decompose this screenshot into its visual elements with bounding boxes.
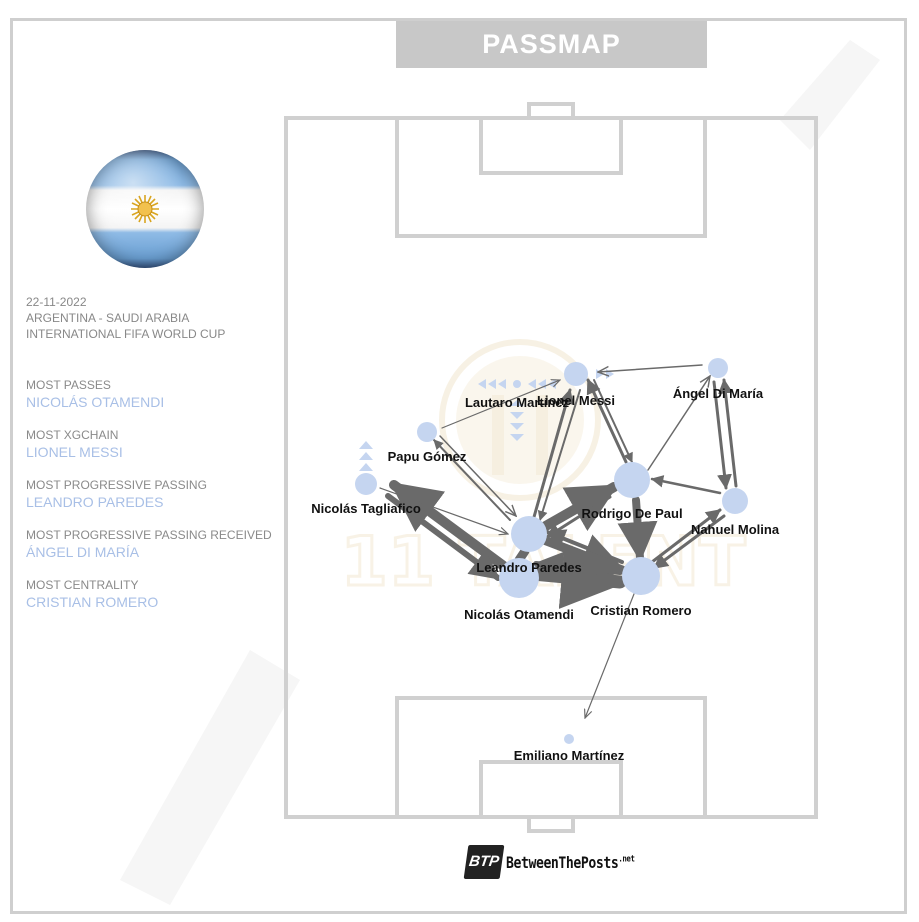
label-messi: Lionel Messi	[537, 393, 615, 408]
betweentheposts-logo: BTP BetweenThePosts.net	[463, 844, 663, 880]
edge-paredes-papu	[433, 439, 511, 521]
match-competition: INTERNATIONAL FIFA WORLD CUP	[26, 327, 226, 341]
player-node-messi[interactable]	[564, 362, 588, 386]
outer-frame	[10, 18, 907, 914]
player-node-otamendi[interactable]	[499, 558, 539, 598]
player-node-molina[interactable]	[722, 488, 748, 514]
edge-dimaria-molina	[712, 380, 732, 490]
logo-badge: BTP	[463, 845, 505, 879]
stat-label: MOST PROGRESSIVE PASSING RECEIVED	[26, 528, 272, 542]
match-info: 22-11-2022 ARGENTINA - SAUDI ARABIA INTE…	[26, 294, 225, 342]
edge-dimaria-messi	[598, 364, 703, 372]
label-depaul: Rodrigo De Paul	[581, 506, 682, 521]
logo-suffix: .net	[618, 854, 635, 865]
stat-label: MOST PROGRESSIVE PASSING	[26, 478, 207, 492]
label-paredes: Leandro Paredes	[476, 560, 582, 575]
argentina-flag-icon	[86, 150, 204, 268]
edge-messi-paredes	[537, 389, 581, 521]
edge-romero-emiliano	[585, 593, 635, 718]
stat-value: LIONEL MESSI	[26, 444, 123, 460]
edge-paredes-messi	[532, 388, 574, 519]
stat-value: LEANDRO PAREDES	[26, 494, 164, 510]
edge-depaul-messi	[586, 378, 628, 464]
edge-molina-romero	[652, 514, 726, 570]
stat-value: ÁNGEL DI MARÍA	[26, 544, 140, 560]
player-nodes	[355, 358, 748, 744]
stat-most-xgchain: MOST XGCHAIN LIONEL MESSI	[26, 427, 123, 461]
label-otamendi: Nicolás Otamendi	[464, 607, 574, 622]
match-teams: ARGENTINA - SAUDI ARABIA	[26, 311, 190, 325]
label-molina: Nahuel Molina	[691, 522, 780, 537]
stat-value: NICOLÁS OTAMENDI	[26, 394, 165, 410]
player-node-paredes[interactable]	[511, 516, 547, 552]
edge-tagliafico-otamendi	[385, 493, 501, 581]
player-labels: Lionel Messi Lautaro Martínez Ángel Di M…	[311, 386, 780, 763]
edge-depaul-romero	[617, 496, 658, 562]
pass-edges	[379, 364, 738, 718]
stat-most-progressive-received: MOST PROGRESSIVE PASSING RECEIVED ÁNGEL …	[26, 527, 272, 561]
edge-otamendi-romero	[526, 544, 627, 610]
edge-romero-paredes	[545, 529, 624, 564]
label-dimaria: Ángel Di María	[673, 386, 764, 401]
stat-most-passes: MOST PASSES NICOLÁS OTAMENDI	[26, 377, 164, 411]
stat-label: MOST CENTRALITY	[26, 578, 139, 592]
stat-value: CRISTIAN ROMERO	[26, 594, 159, 610]
edge-molina-dimaria	[718, 378, 738, 488]
football-pitch	[284, 102, 818, 833]
player-node-romero[interactable]	[622, 557, 660, 595]
player-node-dimaria[interactable]	[708, 358, 728, 378]
edge-tagliafico-paredes	[379, 487, 508, 534]
label-papu: Papu Gómez	[388, 449, 467, 464]
player-node-papu[interactable]	[417, 422, 437, 442]
edge-paredes-depaul	[539, 482, 619, 532]
stat-label: MOST XGCHAIN	[26, 428, 119, 442]
logo-text: BetweenThePosts	[506, 852, 619, 872]
player-node-lautaro[interactable]	[513, 380, 521, 388]
background-shapes	[120, 40, 880, 905]
edge-depaul-dimaria	[647, 376, 710, 471]
label-tagliafico: Nicolás Tagliafico	[311, 501, 421, 516]
label-romero: Cristian Romero	[590, 603, 691, 618]
edge-messi-depaul	[593, 379, 633, 463]
edge-romero-molina	[650, 508, 722, 564]
stat-label: MOST PASSES	[26, 378, 111, 392]
stat-most-centrality: MOST CENTRALITY CRISTIAN ROMERO	[26, 577, 158, 611]
edge-molina-depaul	[650, 475, 722, 495]
edge-papu-messi	[441, 380, 560, 429]
player-node-emiliano[interactable]	[564, 734, 574, 744]
match-date: 22-11-2022	[26, 295, 87, 309]
label-emiliano: Emiliano Martínez	[514, 748, 625, 763]
label-lautaro: Lautaro Martínez	[465, 395, 570, 410]
sun-of-may-icon	[131, 195, 159, 223]
page-title: PASSMAP	[396, 21, 707, 68]
logo-wordmark: BetweenThePosts.net	[506, 852, 635, 872]
stat-most-progressive-passing: MOST PROGRESSIVE PASSING LEANDRO PAREDES	[26, 477, 207, 511]
edge-papu-paredes	[439, 435, 516, 516]
player-node-tagliafico[interactable]	[355, 473, 377, 495]
player-node-depaul[interactable]	[614, 462, 650, 498]
